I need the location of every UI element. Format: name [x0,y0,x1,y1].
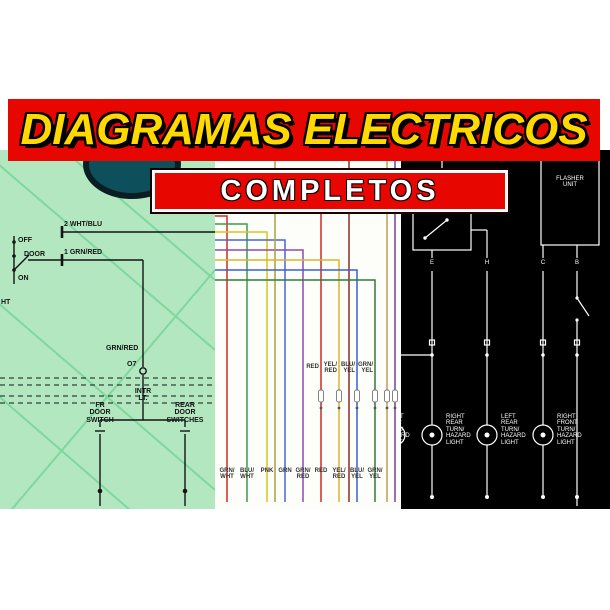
wire-purple-1 [215,249,304,502]
wire1-label: 1 GRN/RED [64,249,103,256]
title-banner: DIAGRAMAS ELECTRICOS [8,99,600,161]
switch-on-label: ON [18,275,29,282]
bottom-wire-label: BLU/ WHT [240,468,254,480]
switch-door-label: DOOR [24,251,45,258]
terminal-b-label: B [574,260,579,266]
lamp-label-left-rear: LEFT REAR TURN/ HAZARD LIGHT [501,414,526,446]
bottom-wire-label: BLU/ YEL [350,468,364,480]
wire2-label: 2 WHT/BLU [64,221,103,228]
flasher-unit-label: FLASHER UNIT [556,176,584,189]
switch-off-label: OFF [18,237,32,244]
wire-yellow-1 [215,231,268,502]
lamp-label-right-front: RIGHT FRONT TURN/ HAZARD LIGHT [557,414,582,446]
wire-green-2 [215,279,376,502]
bottom-wire-label: RED [314,468,328,474]
connector-symbols [318,389,398,403]
bottom-wire-label: GRN/ RED [295,468,311,480]
connector-o7-label: O7 [127,361,137,368]
junction-dots [12,240,188,494]
lamp-label-edge-clipped: RIGHT REAR TURN/ HAZARD LIGHT [401,414,410,446]
wire-yellow-2 [215,259,340,502]
wire-green-1 [215,223,248,502]
dashed-lines [0,377,215,404]
flasher-unit-box [540,159,600,246]
wire-color-label: BLU/ YEL [341,362,355,374]
hazard-switch-arm [576,297,590,317]
wire-color-label: YEL/ RED [323,362,337,374]
bottom-wire-label: GRN/ WHT [219,468,235,480]
grn-red-label: GRN/RED [106,345,139,352]
lamp-symbol-clipped [401,426,406,444]
terminal-e-label: E [429,260,434,266]
left-diagram-svg [0,150,215,509]
bottom-wire-label: YEL/ RED [332,468,346,480]
wire-color-label: GRN/ YEL [358,362,373,374]
wire-blue-2 [215,269,358,502]
wire-blue-1 [215,239,286,502]
intr-lt-label: INTR LT. [134,388,152,403]
fr-door-switch-label: FR DOOR SWITCH [86,402,114,424]
bottom-wire-label: GRN/ YEL [367,468,383,480]
terminal-h-label: H [484,260,490,266]
subtitle-banner: COMPLETOS [152,170,508,212]
rear-door-switches-label: REAR DOOR SWITCHES [166,402,204,424]
lamp-label-right-rear: RIGHT REAR TURN/ HAZARD LIGHT [446,414,471,446]
wire-red-1 [215,215,228,502]
edge-cut-label: HT [1,299,11,306]
connector-dots [319,406,397,410]
page-subtitle: COMPLETOS [220,174,440,207]
terminal-c-label: C [540,260,546,266]
bottom-wire-label: PNK [260,468,274,474]
bottom-wire-label: GRN [278,468,292,474]
page-title: DIAGRAMAS ELECTRICOS [20,105,588,154]
door-switch-wiring [13,226,215,506]
wire-color-label: RED [306,364,319,370]
